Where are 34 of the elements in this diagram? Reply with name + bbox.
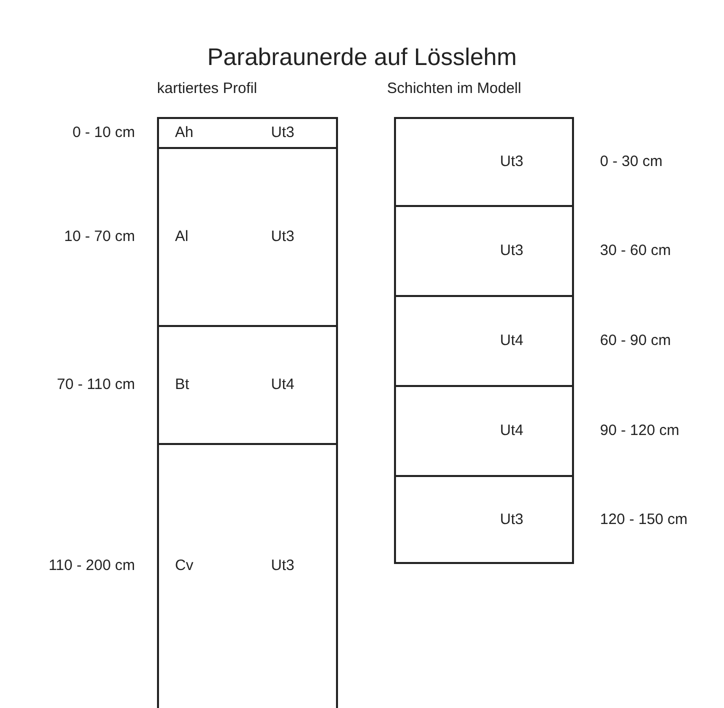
depth-label: 30 - 60 cm [600,242,671,260]
depth-label: 10 - 70 cm [64,228,135,246]
soil-texture-label: Ut3 [271,557,294,575]
soil-texture-label: Ut3 [500,242,524,260]
horizon-label: Al [175,228,188,246]
soil-texture-label: Ut3 [271,228,294,246]
layer-box [157,117,338,149]
layer-box [394,205,574,297]
layer-box [157,325,338,445]
column-heading: kartiertes Profil [157,80,258,98]
layer-box [157,147,338,327]
depth-label: 70 - 110 cm [56,376,135,394]
horizon-label: Bt [175,376,190,394]
depth-label: 110 - 200 cm [48,557,135,575]
depth-label: 0 - 10 cm [72,124,135,142]
diagram-title: Parabraunerde auf Lösslehm [206,44,518,72]
horizon-label: Ah [175,124,194,142]
depth-label: 0 - 30 cm [600,153,663,171]
soil-texture-label: Ut4 [500,422,524,440]
layer-box [394,475,574,564]
soil-texture-label: Ut4 [271,376,294,394]
layer-box [394,295,574,387]
layer-box [394,117,574,207]
horizon-label: Cv [175,557,194,575]
soil-texture-label: Ut3 [500,510,524,528]
layer-box [394,385,574,477]
soil-texture-label: Ut4 [500,332,524,350]
column-heading: Schichten im Modell [387,80,522,98]
soil-texture-label: Ut3 [271,124,294,142]
depth-label: 90 - 120 cm [600,422,680,440]
soil-texture-label: Ut3 [500,153,524,171]
depth-label: 60 - 90 cm [600,332,671,350]
layer-box [157,443,338,708]
depth-label: 120 - 150 cm [600,510,688,528]
